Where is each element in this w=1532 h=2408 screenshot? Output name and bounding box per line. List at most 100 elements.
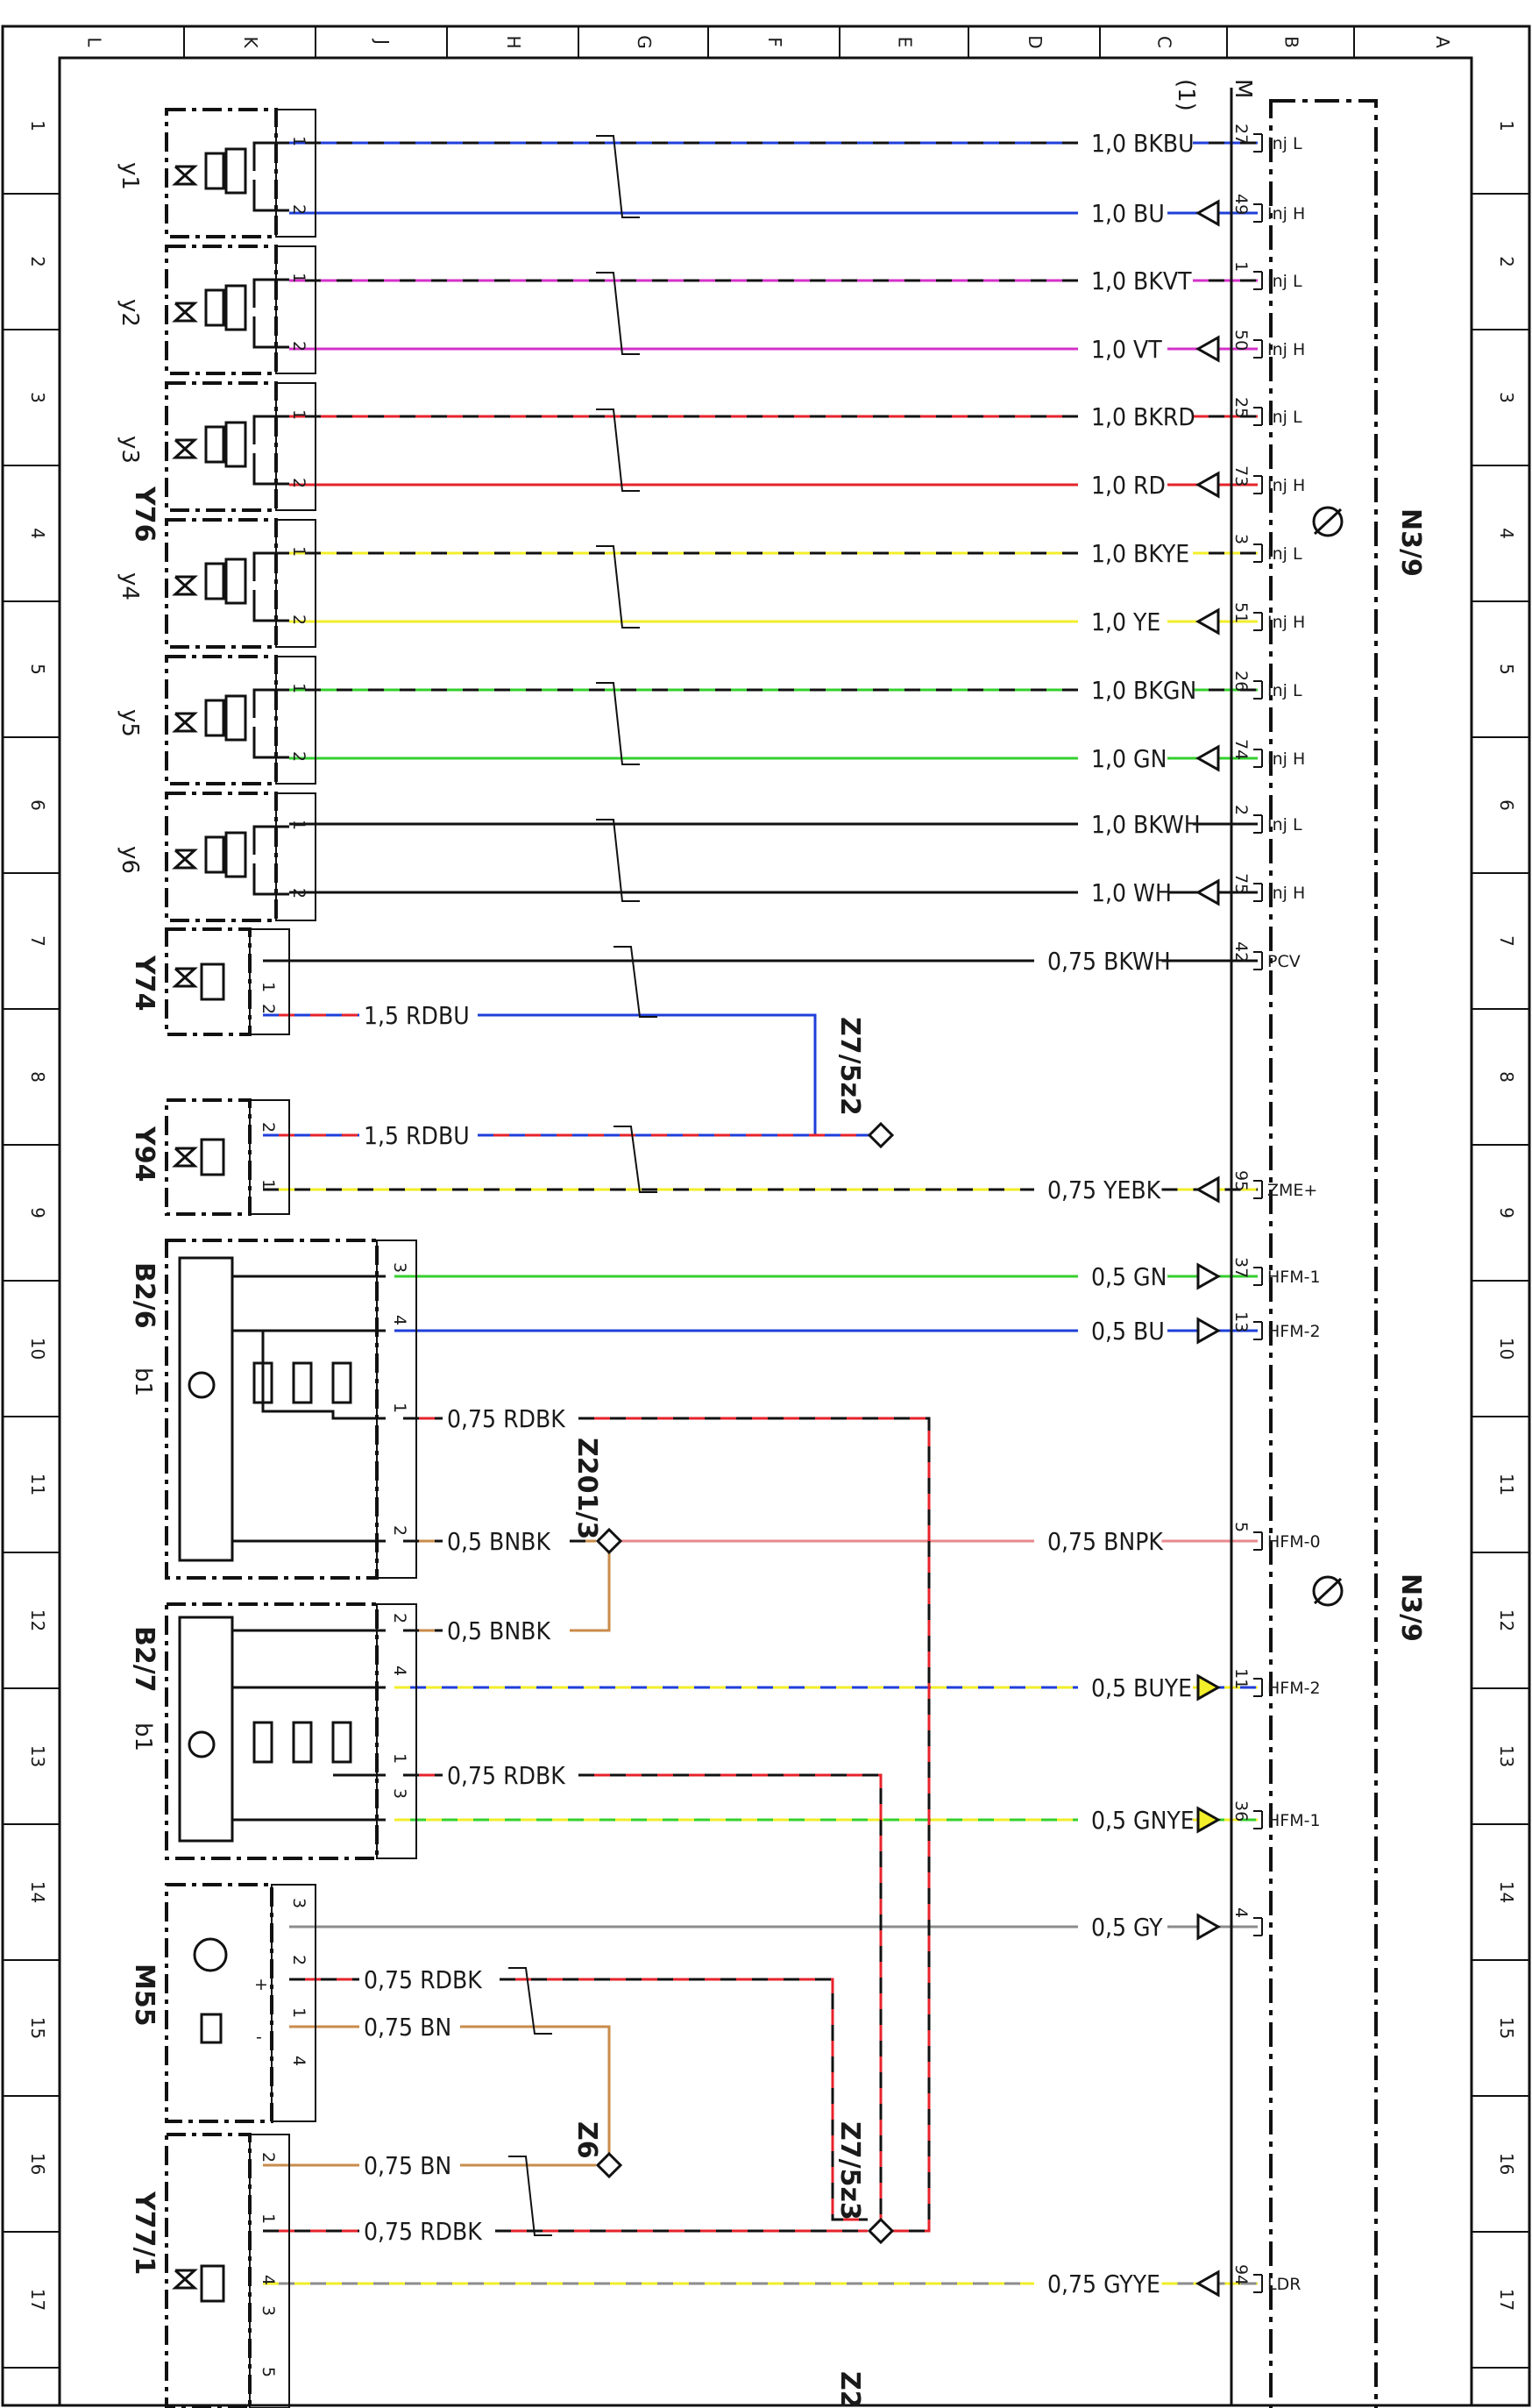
ecu-pin-number: 74 [1231, 739, 1251, 760]
connector-z6-icon [595, 2151, 623, 2179]
row-number-right: 10 [1496, 1338, 1517, 1360]
component-label-m55: M55 [129, 1964, 160, 2027]
row-number-right: 1 [1496, 120, 1517, 131]
ecu-n3-9-box [1269, 99, 1378, 2408]
injector-y5-connector [275, 656, 316, 785]
row-number-left: 7 [27, 935, 48, 947]
wire-b27-bnbk-2 [570, 1552, 611, 1632]
row-number-left: 15 [27, 2017, 48, 2039]
connector-z20-label: Z20 [834, 2371, 865, 2408]
wire-label: 1,5 RDBU [364, 1001, 470, 1030]
y94-box [165, 1098, 252, 1216]
row-number-right: 9 [1496, 1207, 1517, 1218]
bundle-mark [508, 2156, 552, 2236]
pin-number: 4 [289, 2056, 309, 2066]
ecu-m-label: M [1230, 79, 1256, 98]
ecu-signal-name: HFM-2 [1267, 1322, 1321, 1341]
connector-z7-5z3-icon [867, 2217, 895, 2245]
ecu-signal-name: LDR [1267, 2275, 1301, 2294]
arrow-out-icon [1196, 1913, 1222, 1941]
wire-label: 0,5 GY [1091, 1913, 1163, 1942]
pin-number: 1 [289, 546, 309, 557]
component-label-y77-1: Y77/1 [129, 2191, 160, 2275]
wire-label: 0,5 BUYE [1091, 1673, 1192, 1702]
valve-icon [172, 302, 198, 323]
wire-label: 1,0 RD [1091, 471, 1166, 500]
ecu-pin-number: 37 [1231, 1257, 1251, 1278]
ecu-pin-number: 4 [1231, 1907, 1251, 1918]
ecu-pin-number: 5 [1231, 1522, 1251, 1532]
injector-lead [252, 278, 289, 308]
pin-number: 2 [289, 614, 309, 625]
arrow-out-icon [1196, 1317, 1222, 1345]
resistor-icon [204, 288, 225, 327]
wire-label: 1,0 VT [1091, 335, 1162, 364]
injector-lead [252, 316, 289, 349]
valve-icon [172, 712, 198, 733]
pin-number: 3 [390, 1788, 409, 1799]
resistor-icon [204, 835, 225, 874]
bundle-mark [596, 408, 640, 492]
ecu-signal-name: Inj H [1267, 340, 1305, 359]
connector-z201-3-label: Z201/3 [571, 1438, 602, 1539]
ecu-pin-number: 95 [1231, 1170, 1251, 1191]
row-number-left: 4 [27, 528, 48, 539]
column-letter: C [1154, 36, 1175, 48]
injector-name: y3 [117, 436, 143, 464]
ecu-signal-name: HFM-1 [1267, 1811, 1321, 1830]
sensor-icon [188, 1730, 216, 1758]
row-number-right: 14 [1496, 1881, 1517, 1903]
solenoid-icon [224, 831, 247, 878]
y94-connector [249, 1099, 290, 1215]
solenoid-icon [224, 421, 247, 468]
ecu-signal-name: ZME+ [1267, 1181, 1317, 1200]
pin-number: 2 [289, 751, 309, 762]
column-letter: L [84, 37, 105, 47]
bundle-mark [508, 1967, 552, 2035]
ecu-label: N3/9 [1395, 508, 1426, 577]
ecu-signal-name: Inj L [1267, 544, 1302, 564]
row-number-right: 6 [1496, 799, 1517, 811]
arrow-in-icon [1195, 607, 1220, 636]
injector-y4-connector [275, 519, 316, 648]
pin-number: 2 [289, 1955, 309, 1965]
ecu-pin-number: 50 [1231, 330, 1251, 351]
ecu-pin-number: 49 [1231, 194, 1251, 215]
ecu-pin-number: 27 [1231, 124, 1251, 145]
valve-icon [172, 2269, 198, 2290]
pin-number: 1 [259, 2213, 278, 2224]
wire-label: 1,0 BKWH [1091, 810, 1201, 839]
sign-plus: + [254, 1975, 268, 1994]
wire-label: 0,75 RDBK [447, 1404, 566, 1433]
wire-label: 0,5 GNYE [1091, 1806, 1195, 1835]
row-number-left: 10 [27, 1338, 48, 1360]
wire-label: 0,5 BU [1091, 1317, 1165, 1346]
row-number-left: 11 [27, 1474, 48, 1495]
wire-label: 0,75 BN [364, 2013, 451, 2042]
bundle-mark [596, 272, 640, 355]
row-number-right: 15 [1496, 2017, 1517, 2039]
wire-label: 0,75 RDBK [364, 2217, 483, 2246]
row-number-right: 11 [1496, 1474, 1517, 1495]
ecu-signal-name: Inj H [1267, 884, 1305, 903]
wire-label: 1,0 BKGN [1091, 676, 1196, 705]
row-number-left: 17 [27, 2289, 48, 2311]
resistor-icon [292, 1721, 313, 1764]
arrow-in-icon [1195, 878, 1220, 906]
solenoid-icon [200, 962, 225, 1001]
injector-name: y2 [117, 299, 143, 327]
column-letter: B [1281, 36, 1302, 48]
pin-number: 1 [259, 1179, 278, 1190]
pin-number: 2 [259, 2152, 278, 2163]
ecu-pin-number: 42 [1231, 941, 1251, 962]
ecu-sensor-icon [1312, 506, 1344, 537]
pin-number: 1 [390, 1403, 409, 1413]
component-label-y76: Y76 [129, 486, 160, 542]
valve-icon [172, 165, 198, 186]
pin-number: 1 [390, 1753, 409, 1764]
arrow-out-icon [1196, 1673, 1222, 1701]
connector-z7-5z2-icon [867, 1121, 895, 1149]
ecu-signal-name: Inj L [1267, 815, 1302, 835]
